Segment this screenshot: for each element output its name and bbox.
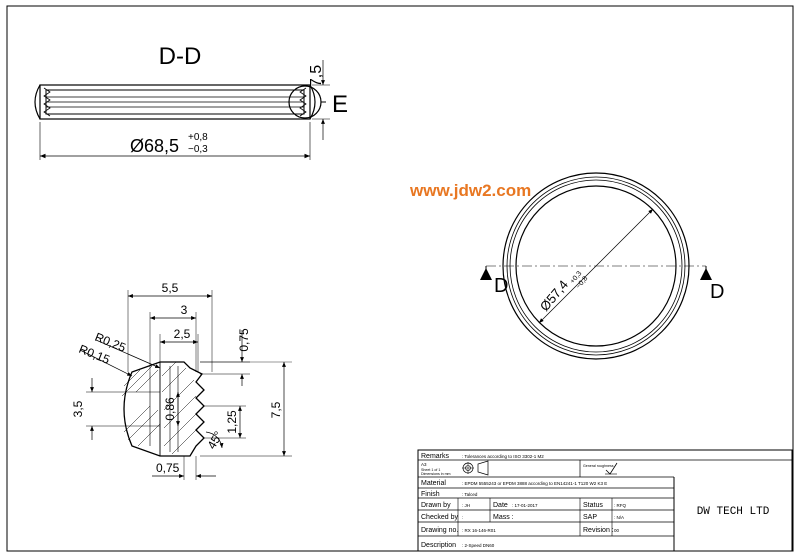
company-name: DW TECH LTD (697, 506, 770, 518)
finish-value: : Talced (462, 492, 478, 497)
checked-by-label: Checked by (421, 514, 458, 521)
title-block-text: Remarks : Tolerances according to ISO 33… (421, 453, 770, 549)
checked-by-value: : (462, 515, 463, 520)
detail-width-inner-dim: 2,5 (174, 327, 191, 341)
roughness-label: General roughness (583, 464, 614, 468)
detail-height-dim: 7,5 (269, 401, 283, 418)
cut-label-left: D (494, 275, 508, 297)
section-label: D-D (159, 43, 202, 70)
detail-groove-height-dim: 0,86 (163, 397, 177, 421)
height-main-dim: 7,5 (308, 65, 325, 87)
cut-label-right: D (710, 281, 724, 303)
sap-value: : N/A (614, 515, 624, 520)
front-view-ring: D D Ø57,4 +0,3 −0,8 (480, 172, 724, 360)
sap-label: SAP (583, 514, 597, 521)
detail-width-mid-dim: 3 (181, 303, 188, 317)
detail-left-height-dim: 3,5 (71, 400, 85, 417)
finish-label: Finish (421, 491, 440, 498)
status-value: : RFQ (614, 503, 626, 508)
remarks-value: : Tolerances according to ISO 3302-1 M2 (462, 454, 544, 459)
status-label: Status (583, 502, 603, 509)
date-value: : 17-01-2017 (512, 503, 538, 508)
detail-width-outer-dim: 5,5 (162, 281, 179, 295)
outer-tol-upper: +0,8 (188, 132, 208, 143)
drawn-by-value: : JH (462, 503, 470, 508)
detail-label: E (332, 91, 348, 118)
material-label: Material (421, 480, 446, 487)
remarks-label: Remarks (421, 453, 450, 460)
section-view-dd: D-D E 7,5 Ø68,5 +0,8 −0,3 (34, 43, 348, 160)
drawn-by-label: Drawn by (421, 502, 451, 509)
revision-value: 00 (614, 528, 620, 533)
detail-bottom-offset-dim: 0,75 (156, 461, 180, 475)
date-label: Date (493, 502, 508, 509)
outer-tol-lower: −0,3 (188, 144, 208, 155)
sheet-size: A3 (421, 462, 427, 467)
drawing-no-label: Drawing no. (421, 527, 458, 534)
material-value: : EPDM 5555243 or EPDM 3888 according to… (462, 481, 607, 486)
watermark: www.jdw2.com (409, 181, 531, 200)
dimensions-info: Dimensions in mm (421, 472, 451, 476)
revision-label: Revision : (583, 527, 614, 534)
detail-view-e: 5,5 3 2,5 0,75 R0,25 R0,15 3,5 0,86 (71, 281, 292, 480)
title-block (417, 449, 793, 552)
outer-diameter-dim: Ø68,5 (130, 136, 179, 156)
drawing-no-value: : RX 16-146-R01 (462, 528, 496, 533)
description-value: : 2-Speed DN60 (462, 543, 495, 548)
drawing-frame (6, 5, 794, 552)
detail-top-offset-dim: 0,75 (237, 328, 251, 352)
sheet-info: Sheet 1 of 1 (421, 468, 440, 472)
detail-pitch-dim: 1,25 (225, 410, 239, 434)
mass-label: Mass : (493, 514, 514, 521)
description-label: Description (421, 542, 456, 549)
